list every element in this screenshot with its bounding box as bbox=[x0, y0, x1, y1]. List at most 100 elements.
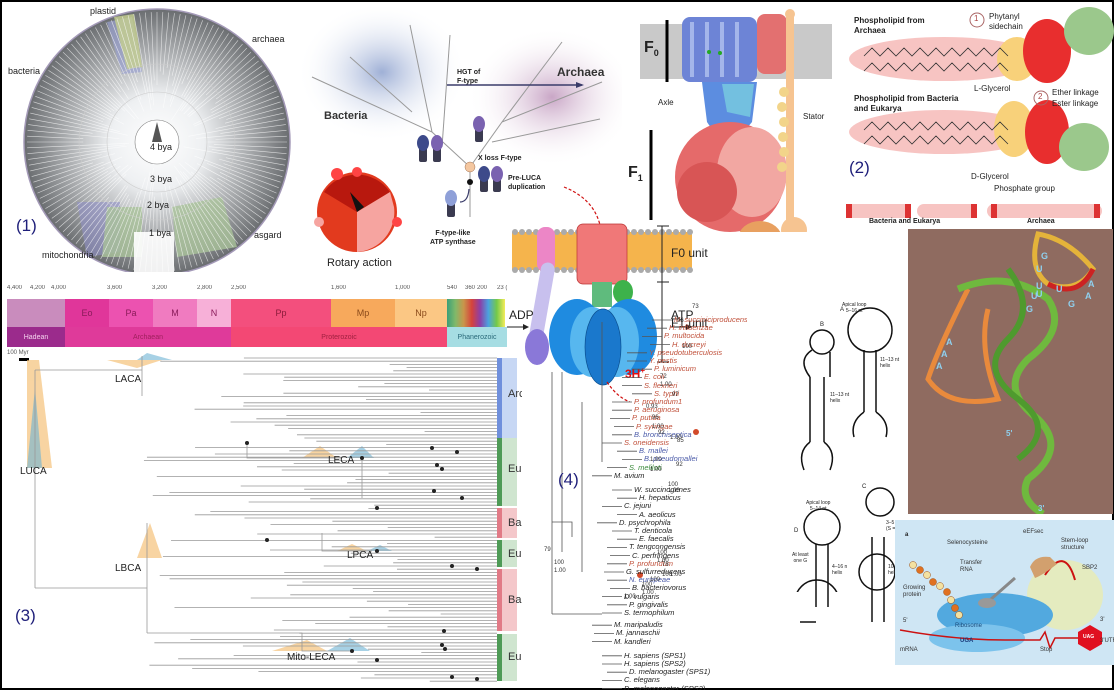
label-uag: UAG bbox=[1083, 634, 1094, 640]
support-value: 1.00 bbox=[650, 467, 662, 473]
timescale-tick: 540 bbox=[447, 285, 457, 291]
label-plastid: plastid bbox=[90, 6, 116, 16]
label-f1-structure: F1 bbox=[628, 164, 643, 183]
title-archaea-lipid: Phospholipid fromArchaea bbox=[854, 16, 925, 36]
membrane-bilayers bbox=[846, 204, 1102, 218]
period-bar: Eo Pa M N Pp Mp Np bbox=[7, 299, 507, 327]
marker-1: 1 bbox=[974, 14, 978, 23]
support-value: 1.00 bbox=[624, 594, 636, 600]
clade-euk-2: Euk bbox=[508, 548, 522, 560]
calibration-dot bbox=[442, 629, 446, 633]
label-f0-unit: F0 unit bbox=[671, 246, 708, 260]
calibration-dot bbox=[375, 506, 379, 510]
selenocysteine-panel: a eEFsec Selenocysteine TransferRNA Stem… bbox=[895, 520, 1114, 665]
label-asgard: asgard bbox=[254, 230, 282, 240]
eon-proterozoic: Proterozoic bbox=[231, 327, 447, 347]
calibration-dot bbox=[460, 496, 464, 500]
support-value: 100 bbox=[657, 550, 667, 556]
rna-base: U bbox=[1031, 291, 1038, 301]
label-bacteria: bacteria bbox=[8, 66, 40, 76]
taxon-label: D. melanogaster (SPS2) bbox=[624, 684, 705, 690]
helix-d: 4–16 nhelix bbox=[832, 564, 847, 576]
rna-3d-graphic bbox=[908, 229, 1113, 514]
clade-euk-1: Euk bbox=[508, 463, 522, 475]
timescale-tick: 4,000 bbox=[51, 285, 66, 291]
panel-number-4: (4) bbox=[558, 470, 579, 490]
timescale-tick: 4,200 bbox=[30, 285, 45, 291]
label-selenocysteine: Selenocysteine bbox=[947, 540, 988, 546]
label-hgt: HGT ofF-type bbox=[457, 68, 480, 86]
label-uga-mrna: UGA bbox=[960, 638, 973, 644]
label-ester-linkage: Ester linkage bbox=[1052, 99, 1098, 108]
phospholipid-panel: Phospholipid fromArchaea Phospholipid fr… bbox=[834, 4, 1114, 226]
taxon-label: M. avium bbox=[614, 471, 644, 480]
label-ancestor: F-type-likeATP synthase bbox=[430, 229, 476, 247]
label-growing-protein: Growingprotein bbox=[903, 585, 925, 599]
timescale-tick: 4,400 bbox=[7, 285, 22, 291]
rna-base: U bbox=[1056, 284, 1063, 294]
label-archaea-tree: Archaea bbox=[557, 65, 604, 79]
calibration-dot bbox=[430, 446, 434, 450]
secis-label-c: C bbox=[862, 484, 866, 490]
label-membrane-archaea: Archaea bbox=[1027, 218, 1055, 225]
marker-2: 2 bbox=[1038, 92, 1042, 101]
title-bacteria-lipid: Phospholipid from Bacteriaand Eukarya bbox=[854, 94, 958, 114]
rna-base: G bbox=[1026, 304, 1033, 314]
period-pa: Pa bbox=[109, 299, 153, 327]
rna-3d-panel: GUAUUUGGUAAAA 5' 3' bbox=[908, 229, 1113, 514]
secis-panel-lower: Apical loop5–14 nt 4–16 nhelix 10 ntheli… bbox=[792, 482, 902, 632]
taxon-label: M. kandleri bbox=[614, 637, 651, 646]
rotary-action-icon bbox=[314, 167, 402, 252]
dated-tree-panel: 100 Myr LUCA LACA LECA LBCA LPCA Mito-LE… bbox=[2, 348, 522, 690]
label-transfer-rna: TransferRNA bbox=[960, 560, 982, 574]
rna-5prime: 5' bbox=[1006, 429, 1012, 438]
rna-base: G bbox=[1068, 299, 1075, 309]
secis-label-a: A bbox=[840, 307, 844, 313]
calibration-dot bbox=[350, 649, 354, 653]
label-loss: X loss F-type bbox=[478, 155, 522, 162]
calibration-dot bbox=[375, 658, 379, 662]
geologic-timescale: 4,4004,2004,0003,6003,2002,8002,5001,600… bbox=[7, 285, 507, 351]
period-eo: Eo bbox=[65, 299, 109, 327]
support-value: 100 bbox=[554, 560, 564, 566]
panel-letter-a: a bbox=[905, 532, 908, 538]
label-phytanyl: Phytanylsidechain bbox=[989, 12, 1023, 32]
secis-label-b: B bbox=[820, 322, 824, 328]
calibration-dot bbox=[265, 538, 269, 542]
calibration-dot bbox=[440, 643, 444, 647]
label-stop: Stop bbox=[1040, 647, 1052, 653]
label-axle: Axle bbox=[658, 98, 674, 107]
timescale-tick: 200 bbox=[477, 285, 487, 291]
clade-euk-3: Euk bbox=[508, 651, 522, 663]
node-luca: LUCA bbox=[20, 466, 47, 477]
support-value: 92 bbox=[676, 462, 683, 468]
label-rotary: Rotary action bbox=[327, 257, 392, 269]
support-value: 1.00 bbox=[670, 572, 682, 578]
label-l-glycerol: L-Glycerol bbox=[974, 84, 1010, 93]
phospholipid-graphic bbox=[834, 4, 1114, 226]
label-mrna: mRNA bbox=[900, 647, 918, 653]
eon-archaean: Archaean bbox=[65, 327, 231, 347]
node-lbca: LBCA bbox=[115, 563, 141, 574]
eon-bar: Hadean Archaean Proterozoic Phanerozoic bbox=[7, 327, 507, 347]
ring-3bya: 3 bya bbox=[150, 174, 172, 184]
support-value: 78 bbox=[662, 562, 669, 568]
calibration-dot bbox=[440, 467, 444, 471]
secis-label-d: D bbox=[794, 528, 798, 534]
timescale-ticks: 4,4004,2004,0003,6003,2002,8002,5001,600… bbox=[7, 285, 507, 297]
rna-base: A bbox=[1085, 291, 1092, 301]
calibration-dot bbox=[360, 456, 364, 460]
label-f0-structure: F0 bbox=[644, 39, 659, 58]
helix-b: 11–13 nthelix bbox=[830, 392, 849, 404]
period-mp: Mp bbox=[331, 299, 395, 327]
label-bacteria-tree: Bacteria bbox=[324, 110, 367, 122]
timescale-tick: 1,000 bbox=[395, 285, 410, 291]
atp-structure-panel: F0 F1 Axle Stator bbox=[622, 2, 832, 232]
timescale-tick: 23 (Ma) bbox=[497, 285, 507, 291]
calibration-dot bbox=[432, 489, 436, 493]
eon-hadean: Hadean bbox=[7, 327, 65, 347]
rna-3prime: 3' bbox=[1038, 504, 1044, 513]
support-value: 1.00 bbox=[642, 590, 654, 596]
label-d-glycerol: D-Glycerol bbox=[971, 172, 1009, 181]
